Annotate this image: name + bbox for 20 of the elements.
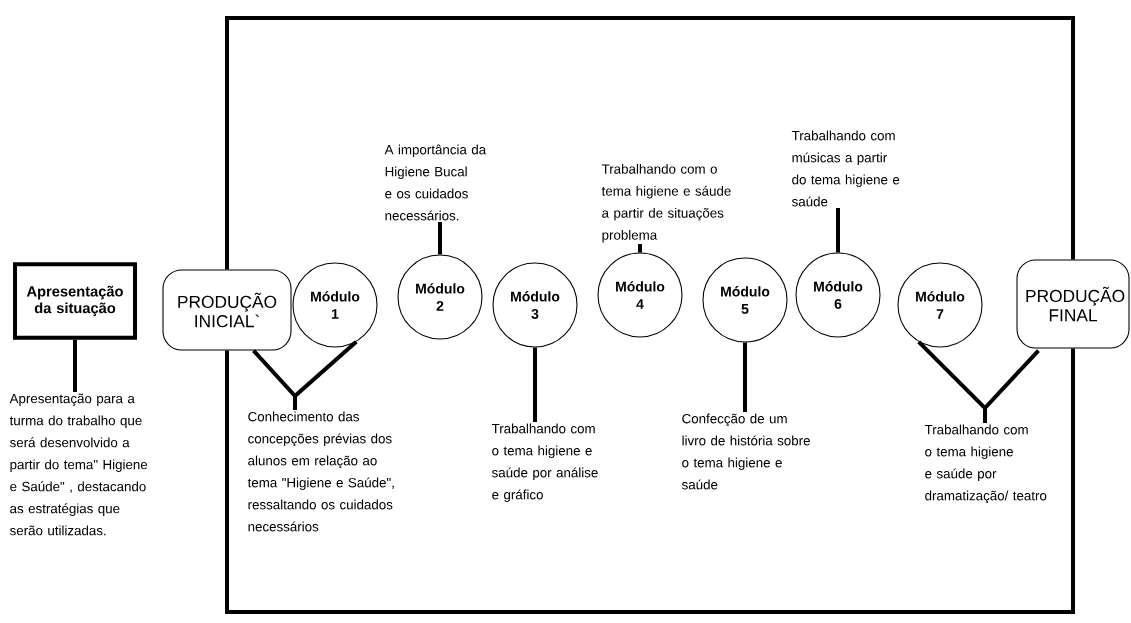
- description-text: A importância da Higiene Bucal e os cuidados necessários.: [384, 144, 487, 221]
- stage-box: PRODUÇÃO FINAL: [1016, 259, 1130, 349]
- leader-line: [533, 347, 537, 422]
- description-text: Trabalhando com o tema higiene e saúde por análise e gráfico: [491, 423, 598, 502]
- stage-box: PRODUÇÃO INICIAL`: [162, 269, 292, 351]
- leader-line: [73, 339, 77, 392]
- leader-line: [743, 342, 747, 412]
- description-text: Trabalhando com músicas a partir do tema higiene e saúde: [791, 130, 900, 207]
- connector-line: [225, 16, 1075, 270]
- description-text: Trabalhando com o tema higiene e sáude a partir de situações problema: [601, 163, 731, 243]
- description-text: Apresentação para a turma do trabalho que será desenvolvido a partir do tema" Higiene e Saúde" , destacando as estratégias que serão utilizadas.: [9, 393, 148, 536]
- heading-box: Apresentação da situação: [13, 262, 137, 340]
- leader-line: [836, 208, 840, 253]
- leader-line: [293, 340, 358, 410]
- leader-line: [638, 244, 642, 253]
- description-text: Trabalhando com o tema higiene e saúde por dramatização/ teatro: [924, 424, 1047, 504]
- connector-line: [225, 348, 1075, 614]
- leader-line: [438, 222, 442, 255]
- description-text: Confecção de um livro de história sobre o tema higiene e saúde: [682, 413, 810, 490]
- description-text: Conhecimento das concepções prévias dos alunos em relação ao tema "Higiene e Saúde", ressaltando os cuidados necessários: [247, 411, 394, 532]
